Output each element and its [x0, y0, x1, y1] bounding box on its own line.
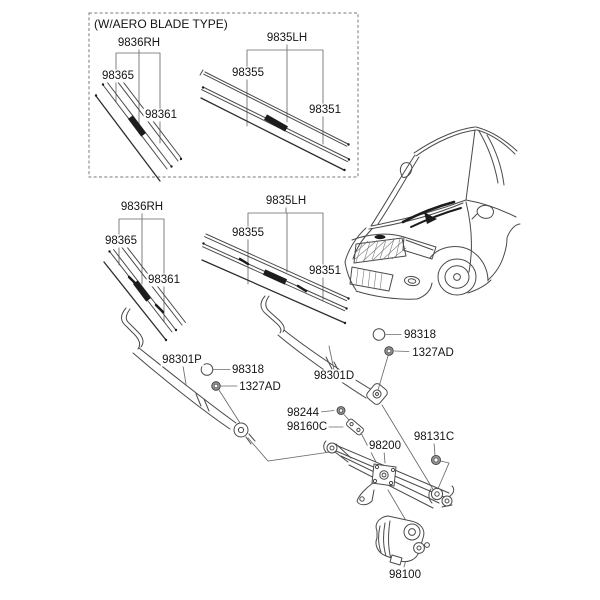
aero-rh-blade-group	[94, 74, 183, 182]
label-bracket-lines	[115, 43, 324, 323]
label-mask	[410, 346, 456, 360]
label-pivot-nut: 98131C	[414, 431, 454, 443]
passenger-wiper-arm	[260, 295, 388, 405]
label-mask	[119, 200, 165, 214]
label-bolt: 98244	[287, 407, 320, 419]
label-mask	[412, 430, 456, 444]
label-mask	[264, 194, 308, 208]
label-aero-lh-assembly: 9835LH	[267, 32, 307, 44]
label-mask	[116, 36, 162, 50]
label-mask	[230, 226, 266, 240]
pivot-cap-driver-icon	[200, 363, 214, 376]
label-std-rh-refill: 98361	[148, 274, 180, 286]
label-mask	[285, 406, 322, 420]
label-aero-lh-refill: 98351	[309, 104, 341, 116]
label-mask	[285, 420, 329, 434]
label-mask	[143, 108, 179, 122]
label-linkage: 98200	[369, 440, 401, 452]
label-std-lh-assembly: 9835LH	[266, 195, 306, 207]
label-mask	[402, 328, 438, 342]
label-mask	[103, 234, 139, 248]
label-mask	[307, 264, 343, 278]
label-mask	[265, 31, 309, 45]
label-aero-rh-blade: 98365	[102, 70, 134, 82]
label-mask	[387, 568, 423, 582]
label-mask	[307, 103, 343, 117]
nut-98131c-icon	[430, 454, 441, 465]
leader-lines	[182, 328, 450, 568]
bracket-98160c-part	[346, 418, 364, 436]
label-arm-driver: 98301P	[162, 354, 202, 366]
label-aero-box-title: (W/AERO BLADE TYPE)	[94, 17, 228, 31]
label-cap-passenger: 98318	[404, 329, 436, 341]
label-std-lh-blade: 98355	[232, 227, 264, 239]
label-bracket: 98160C	[287, 421, 327, 433]
label-mask	[367, 439, 403, 453]
label-nut-passenger: 1327AD	[412, 347, 454, 359]
label-std-rh-blade: 98365	[105, 235, 137, 247]
pivot-cap-passenger-icon	[372, 328, 386, 341]
nut-passenger-icon	[384, 346, 394, 356]
wiper-motor	[375, 515, 430, 566]
wiper-linkage	[323, 440, 455, 509]
label-motor: 98100	[389, 569, 421, 581]
label-aero-rh-refill: 98361	[145, 109, 177, 121]
label-mask	[92, 16, 230, 32]
std-rh-blade-group	[103, 242, 186, 342]
aero-blade-type-box	[88, 12, 359, 178]
label-std-rh-assembly: 9836RH	[121, 201, 163, 213]
label-mask	[230, 66, 266, 80]
label-mask	[312, 369, 356, 383]
label-std-lh-refill: 98351	[309, 265, 341, 277]
label-aero-lh-blade: 98355	[232, 67, 264, 79]
driver-wiper-arm	[121, 307, 256, 445]
label-mask	[160, 353, 204, 367]
label-mask	[230, 363, 266, 377]
label-mask	[100, 69, 136, 83]
car-illustration	[344, 126, 521, 300]
label-cap-driver: 98318	[232, 364, 264, 376]
label-mask	[146, 273, 182, 287]
label-aero-rh-assembly: 9836RH	[118, 37, 160, 49]
label-arm-passenger: 98301D	[314, 370, 354, 382]
aero-lh-blade-group	[199, 69, 351, 172]
bolt-98244-icon	[336, 406, 346, 415]
std-lh-blade-group	[201, 233, 350, 325]
nut-driver-icon	[211, 381, 221, 391]
label-mask	[237, 380, 283, 394]
labels: (W/AERO BLADE TYPE) 9836RH 98365 98361 9…	[92, 16, 456, 582]
label-nut-driver: 1327AD	[239, 381, 281, 393]
